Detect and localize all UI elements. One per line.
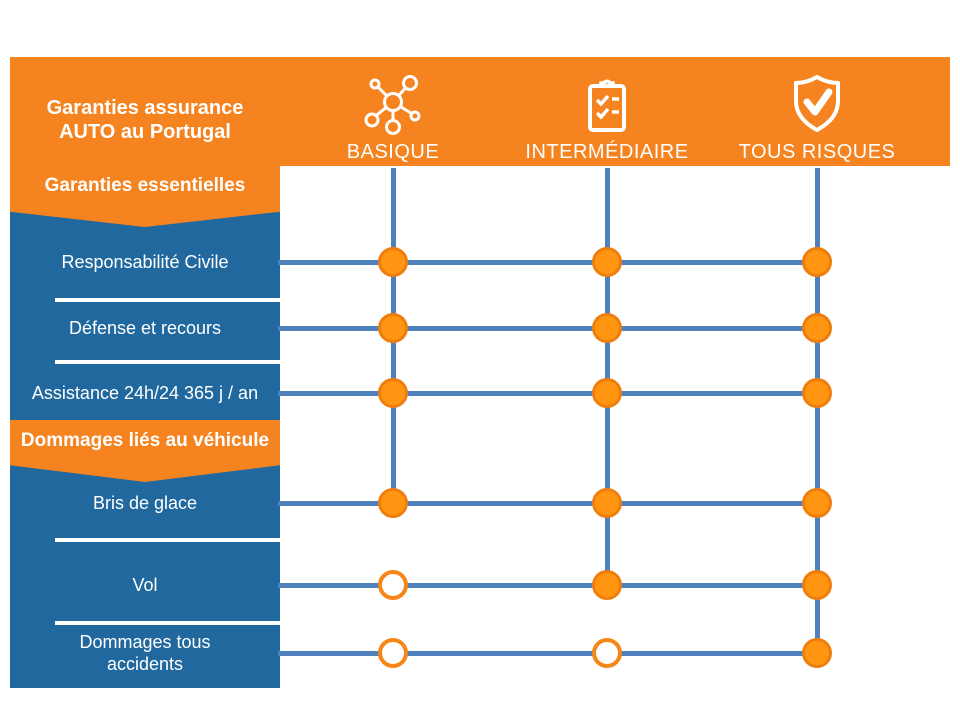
coverage-dot-filled [592,247,622,277]
row-label: Responsabilité Civile [61,252,229,272]
section-header-essential: Garanties essentielles [44,175,246,196]
plan-column-intermediaire: INTERMÉDIAIRE [497,72,717,164]
plan-label-basique: BASIQUE [346,141,440,163]
row-label: Défense et recours [68,318,222,338]
coverage-dot-filled [802,313,832,343]
coverage-dot-filled [378,313,408,343]
coverage-dot-empty [378,570,408,600]
row-connector-line [278,583,819,588]
plan-column-tous-risques: TOUS RISQUES [707,72,927,164]
coverage-dot-empty [378,638,408,668]
plan-label-intermediaire: INTERMÉDIAIRE [525,141,689,163]
coverage-dot-filled [378,378,408,408]
row-connector-line [278,501,819,506]
clipboard-checklist-icon [580,72,634,136]
page-title-line2: AUTO au Portugal [59,121,231,143]
coverage-dot-filled [802,378,832,408]
row-connector-line [278,260,819,265]
coverage-dot-filled [592,378,622,408]
coverage-dot-filled [592,488,622,518]
coverage-dot-empty [592,638,622,668]
section-header-vehicle-damage: Dommages liés au véhicule [20,430,270,451]
network-icon [363,72,423,136]
row-label: Assistance 24h/24 365 j / an [31,383,259,403]
row-connector-line [278,326,819,331]
row-divider [55,538,280,542]
coverage-dot-filled [802,570,832,600]
coverage-dot-filled [802,638,832,668]
shield-check-icon [788,72,846,136]
coverage-dot-filled [592,313,622,343]
sidebar-header-block [10,57,280,227]
coverage-dot-filled [802,488,832,518]
column-line [605,168,610,585]
row-label: Dommages tous accidents [79,632,211,674]
page-title: Garanties assurance AUTO au Portugal [10,96,280,144]
coverage-dot-filled [592,570,622,600]
coverage-dot-filled [802,247,832,277]
row-connector-line [278,391,819,396]
plan-label-tous-risques: TOUS RISQUES [738,141,896,163]
column-line [815,168,820,653]
plan-column-basique: BASIQUE [283,72,503,164]
row-divider [55,621,280,625]
coverage-dot-filled [378,247,408,277]
row-label: Vol [132,575,158,595]
coverage-dot-filled [378,488,408,518]
row-label: Bris de glace [92,493,198,513]
row-connector-line [278,651,819,656]
page-title-line1: Garanties assurance [46,97,244,119]
row-divider [55,360,280,364]
row-divider [55,298,280,302]
